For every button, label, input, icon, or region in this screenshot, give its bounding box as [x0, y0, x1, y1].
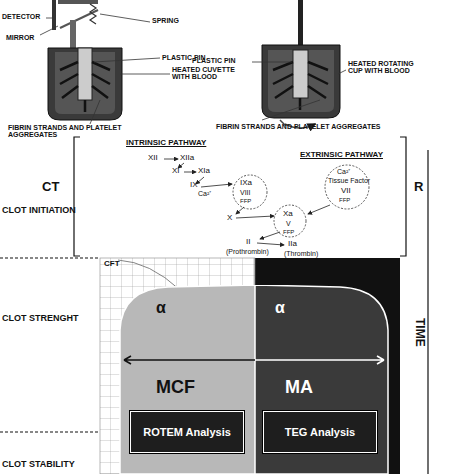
label: Ca²⁺ [337, 168, 350, 175]
curve-region: αMA TEG Analysis [255, 285, 390, 474]
factor-circle [233, 165, 369, 237]
label: FIBRIN STRANDS AND PLATELET AGGREGATES [8, 124, 128, 139]
label: SPRING [152, 17, 179, 24]
label: XIIa [180, 154, 194, 162]
box-label: ROTEM Analysis [143, 426, 231, 438]
leader-line [40, 14, 346, 124]
label: HEATED CUVETTE WITH BLOOD [172, 66, 242, 81]
curve-label: MA [285, 377, 313, 398]
rotem-device [48, 0, 122, 120]
label: X [227, 214, 232, 222]
label: (Thrombin) [284, 250, 318, 257]
bracket [0, 137, 428, 474]
label: DETECTOR [2, 13, 40, 20]
label: XIa [198, 167, 210, 175]
label: II [246, 238, 250, 246]
label: CFT [104, 260, 120, 268]
label: CT [42, 180, 59, 194]
label: (Prothrombin) [226, 248, 269, 255]
label: V [286, 220, 291, 227]
label: CLOT INITIATION [2, 206, 76, 215]
label: Ca²⁺ [198, 190, 211, 197]
curve-label: MCF [156, 377, 195, 398]
label: FFP [339, 197, 350, 203]
label: XII [148, 154, 158, 162]
label: VIII [240, 189, 251, 196]
label: FIBRIN STRANDS AND PLATELET AGGREGATES [216, 123, 381, 130]
label: FFP [283, 229, 294, 235]
label: IIa [288, 240, 297, 248]
curve-label: α [275, 299, 285, 317]
label: MIRROR [6, 34, 34, 41]
curve-region: αMCF ROTEM Analysis [118, 285, 255, 474]
label: INTRINSIC PATHWAY [126, 139, 206, 147]
curve-label: α [156, 299, 166, 317]
label: PLASTIC PIN [192, 57, 236, 64]
label: R [414, 180, 423, 194]
label: VII [341, 187, 351, 195]
label: XI [172, 167, 180, 175]
label: EXTRINSIC PATHWAY [300, 151, 383, 159]
label: IX [190, 181, 198, 189]
label: HEATED ROTATING CUP WITH BLOOD [348, 60, 428, 75]
label: CLOT STRENGHT [2, 314, 79, 323]
label: FFP [240, 198, 251, 204]
box-label: TEG Analysis [285, 426, 356, 438]
label: TIME [413, 318, 426, 347]
cascade-arrow [164, 159, 330, 245]
analysis-box: ROTEM Analysis [130, 411, 244, 453]
label: IXa [240, 179, 252, 187]
label: CLOT STABILITY [2, 460, 75, 469]
label: Tissue Factor [328, 177, 370, 184]
analysis-box: TEG Analysis [263, 411, 377, 453]
teg-device [262, 0, 340, 128]
label: Xa [283, 210, 293, 218]
